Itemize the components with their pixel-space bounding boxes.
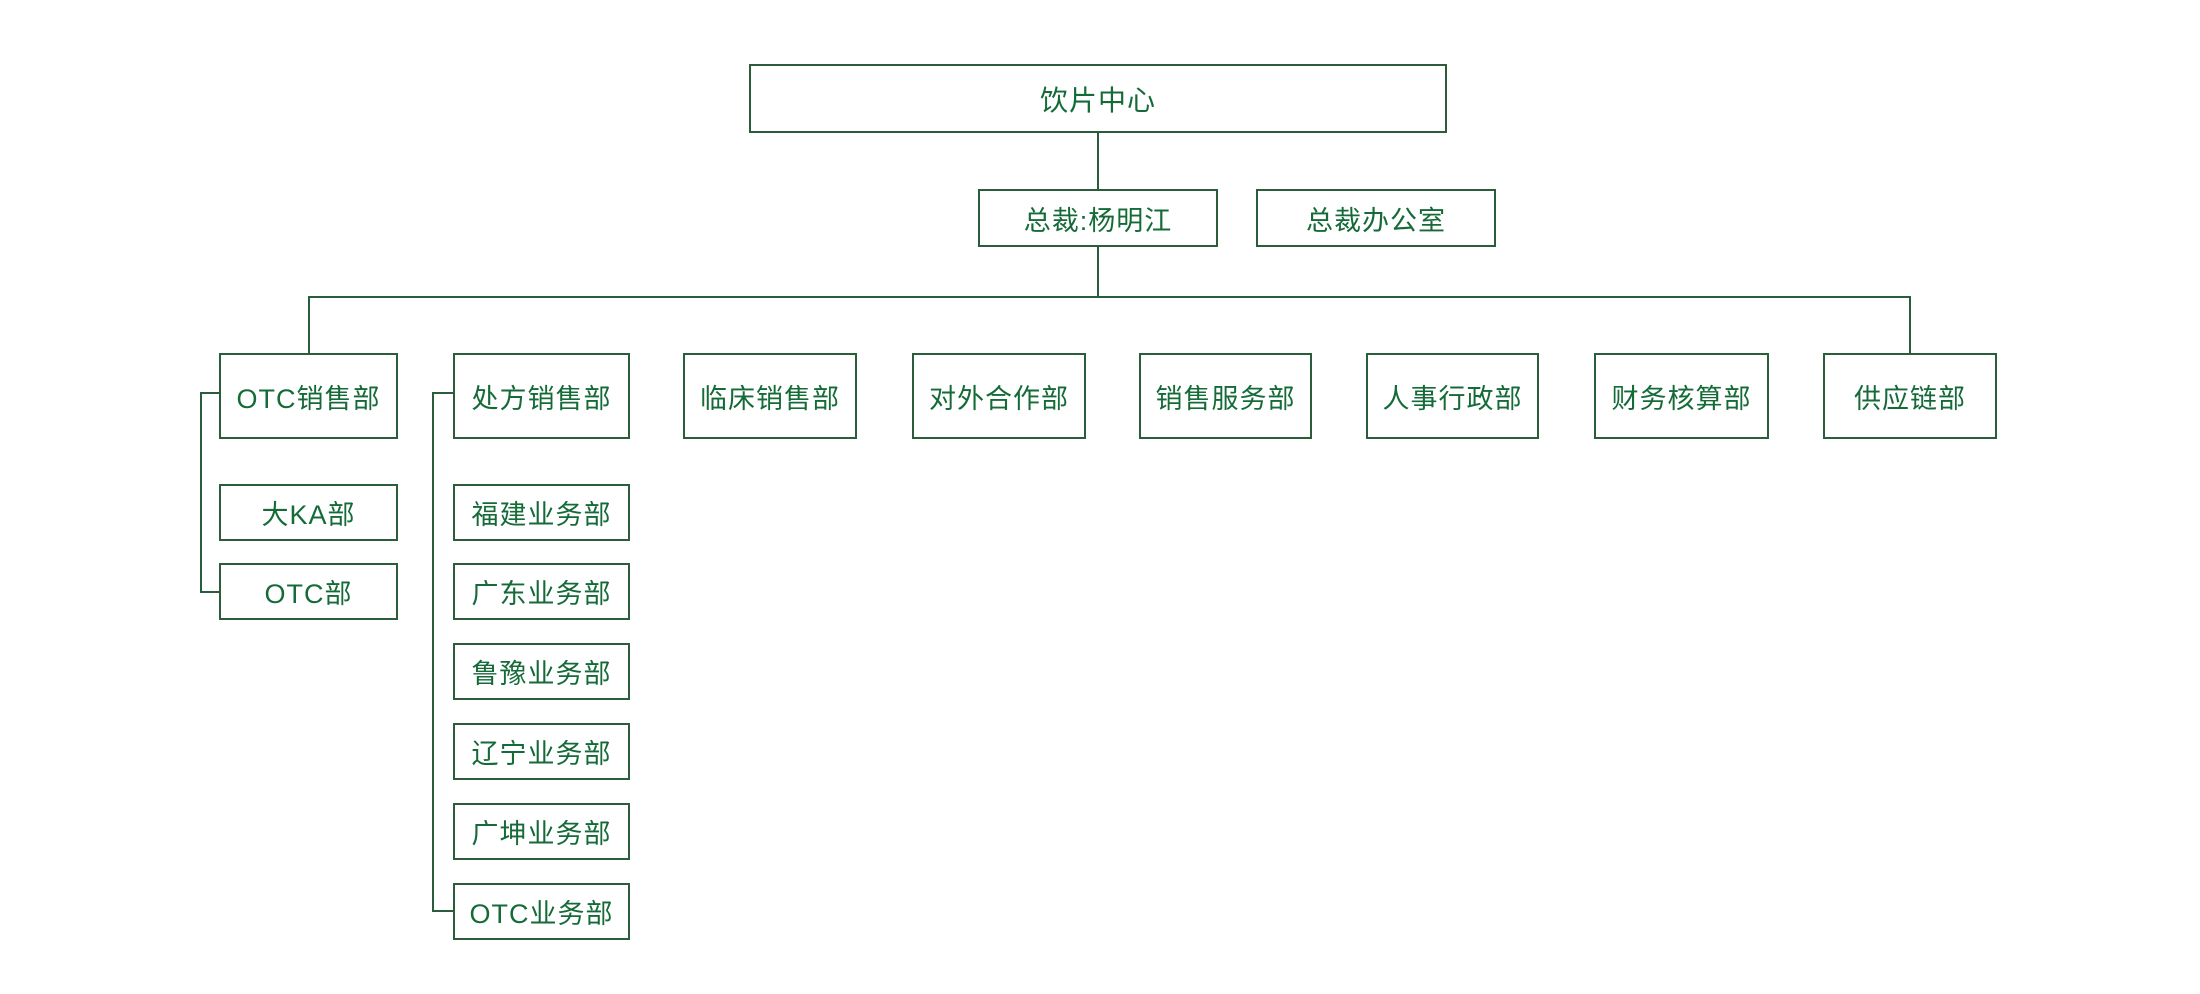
org-node-label: 福建业务部	[471, 500, 612, 530]
connector-rx-bracket-stub-bottom	[432, 910, 453, 912]
org-node-otc-business-dept: OTC业务部	[453, 883, 630, 940]
org-node-label: OTC业务部	[469, 899, 614, 929]
org-node-label: OTC销售部	[236, 383, 381, 414]
org-node-liaoning-business-dept: 辽宁业务部	[453, 723, 630, 780]
org-node-supply-chain-dept: 供应链部	[1823, 353, 1997, 439]
org-node-label: 人事行政部	[1382, 383, 1523, 414]
org-node-fujian-business-dept: 福建业务部	[453, 484, 630, 541]
org-node-root: 饮片中心	[749, 64, 1447, 133]
org-node-sales-service-dept: 销售服务部	[1139, 353, 1312, 439]
connector-department-bus	[308, 296, 1911, 298]
org-node-label: 大KA部	[261, 500, 356, 530]
org-node-rx-sales-dept: 处方销售部	[453, 353, 630, 439]
org-node-guangdong-business-dept: 广东业务部	[453, 563, 630, 620]
connector-otc-bracket-stub-bottom	[200, 591, 219, 593]
org-node-label: 辽宁业务部	[471, 739, 612, 769]
org-node-label: 饮片中心	[1039, 84, 1156, 116]
org-node-external-cooperation-dept: 对外合作部	[912, 353, 1086, 439]
org-node-otc-sales-dept: OTC销售部	[219, 353, 398, 439]
connector-otc-bracket-vertical	[200, 392, 202, 593]
org-node-label: 广东业务部	[471, 579, 612, 609]
org-node-label: OTC部	[264, 579, 353, 609]
org-node-label: 供应链部	[1854, 383, 1966, 414]
org-node-label: 对外合作部	[929, 383, 1069, 414]
connector-rx-bracket-stub-top	[432, 392, 453, 394]
org-node-president: 总裁:杨明江	[978, 189, 1218, 247]
org-node-label: 总裁办公室	[1306, 205, 1446, 236]
connector-root-to-ceo	[1097, 133, 1099, 189]
org-node-label: 广坤业务部	[471, 819, 612, 849]
connector-bus-to-otc-sales	[308, 296, 310, 353]
org-node-big-ka-dept: 大KA部	[219, 484, 398, 541]
org-node-label: 销售服务部	[1155, 383, 1296, 414]
org-node-label: 处方销售部	[471, 383, 612, 414]
connector-otc-bracket-stub-top	[200, 392, 219, 394]
connector-bus-to-supply-chain	[1909, 296, 1911, 353]
org-node-otc-dept: OTC部	[219, 563, 398, 620]
connector-rx-bracket-vertical	[432, 392, 434, 912]
org-node-label: 临床销售部	[700, 383, 840, 414]
org-node-label: 财务核算部	[1611, 383, 1752, 414]
org-node-clinical-sales-dept: 临床销售部	[683, 353, 857, 439]
org-node-luyu-business-dept: 鲁豫业务部	[453, 643, 630, 700]
org-node-president-office: 总裁办公室	[1256, 189, 1496, 247]
org-node-hr-admin-dept: 人事行政部	[1366, 353, 1539, 439]
org-node-guangkun-business-dept: 广坤业务部	[453, 803, 630, 860]
org-node-label: 鲁豫业务部	[471, 659, 612, 689]
connector-ceo-to-bus	[1097, 247, 1099, 297]
org-node-finance-accounting-dept: 财务核算部	[1594, 353, 1769, 439]
org-node-label: 总裁:杨明江	[1023, 205, 1173, 236]
